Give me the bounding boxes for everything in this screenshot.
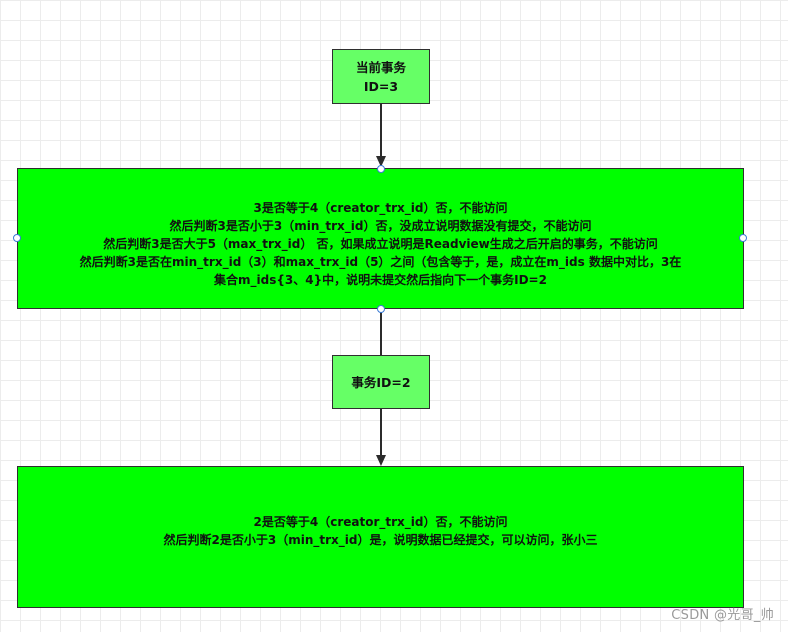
arrow-head-icon — [376, 455, 386, 466]
node-transaction-2-label: 事务ID=2 — [351, 374, 411, 390]
connection-handle-top[interactable] — [377, 165, 385, 173]
connection-handle-left[interactable] — [13, 234, 21, 242]
node-current-transaction[interactable]: 当前事务 ID=3 — [332, 49, 430, 104]
node-visibility-check-tx3-label: 3是否等于4（creator_trx_id）否，不能访问 然后判断3是否小于3（… — [79, 200, 682, 287]
node-visibility-check-tx3[interactable]: 3是否等于4（creator_trx_id）否，不能访问 然后判断3是否小于3（… — [17, 168, 744, 309]
connection-handle-bottom[interactable] — [377, 305, 385, 313]
edge-check1-to-tx2[interactable] — [380, 309, 382, 355]
arrow-head-icon — [376, 156, 386, 167]
edge-tx2-to-check2[interactable] — [380, 409, 382, 455]
node-visibility-check-tx2-label: 2是否等于4（creator_trx_id）否，不能访问 然后判断2是否小于3（… — [163, 515, 598, 547]
watermark: CSDN @光哥_帅 — [671, 608, 774, 623]
edge-tx3-to-check1[interactable] — [380, 104, 382, 157]
connection-handle-right[interactable] — [739, 234, 747, 242]
node-visibility-check-tx2[interactable]: 2是否等于4（creator_trx_id）否，不能访问 然后判断2是否小于3（… — [17, 466, 744, 608]
node-current-transaction-label: 当前事务 ID=3 — [355, 59, 406, 94]
node-transaction-2[interactable]: 事务ID=2 — [332, 355, 430, 409]
